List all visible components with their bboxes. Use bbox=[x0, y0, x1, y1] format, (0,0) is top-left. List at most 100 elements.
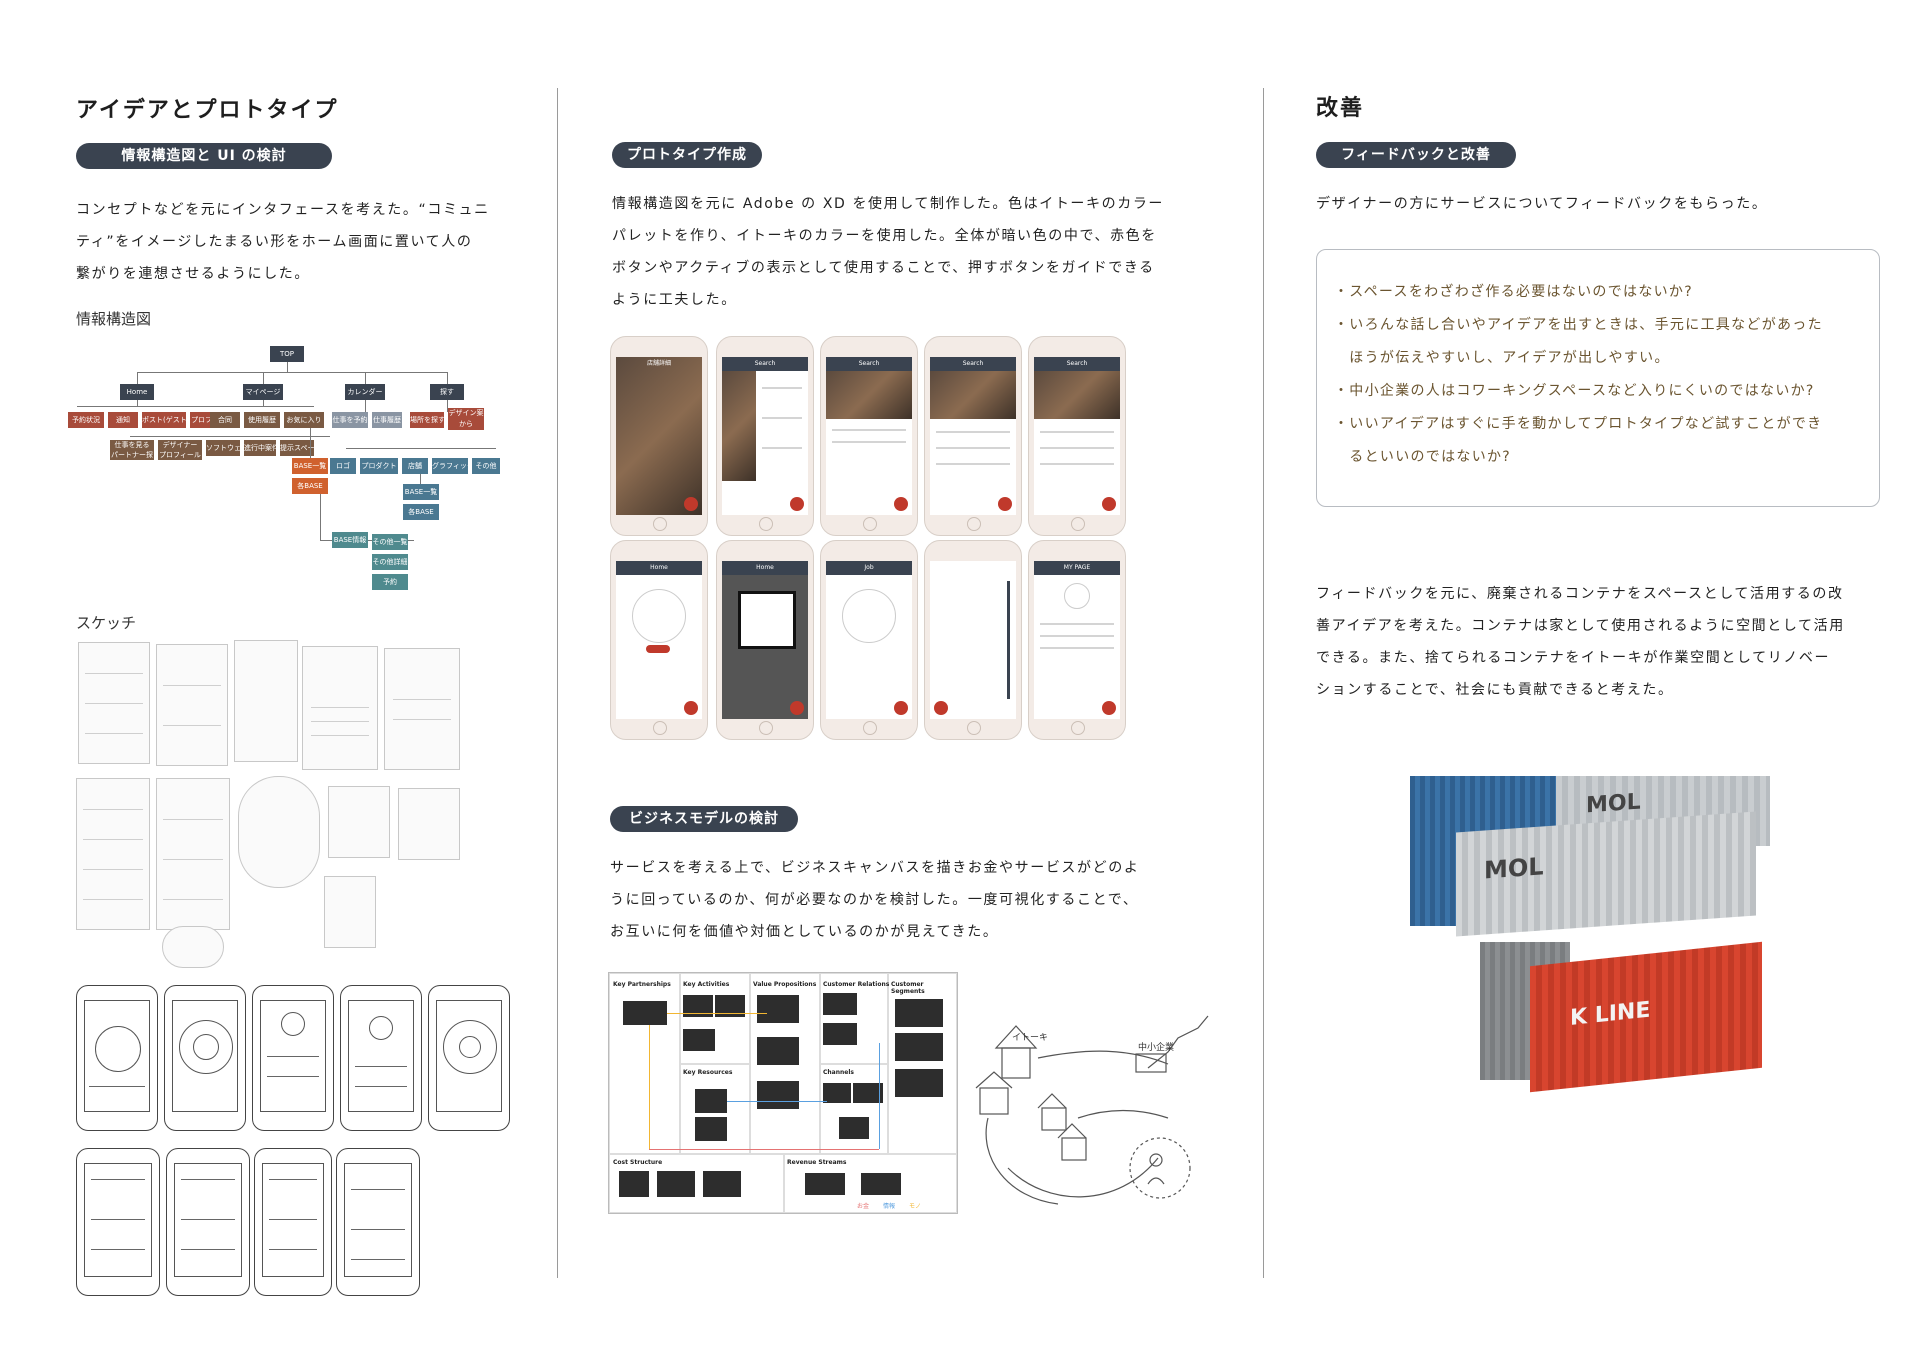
container-red: K LINE bbox=[1530, 941, 1762, 1093]
sitemap-base-detail-2: 各BASE bbox=[403, 504, 439, 520]
sketch-wireframe bbox=[398, 788, 460, 860]
bmc-note bbox=[695, 1117, 727, 1141]
pill-info-architecture: 情報構造図と UI の検討 bbox=[76, 143, 332, 169]
sketch-wireframe bbox=[238, 776, 320, 888]
phone-title bbox=[930, 561, 1016, 575]
connector bbox=[137, 372, 447, 373]
bmc-note bbox=[703, 1171, 741, 1197]
sitemap-level3: 進行中案件 bbox=[244, 440, 276, 456]
business-paragraph-line: サービスを考える上で、ビジネスキャンバスを描きお金やサービスがどのよ bbox=[610, 860, 1140, 876]
sketch-wireframe bbox=[162, 926, 224, 968]
sitemap-diagram: TOP Home マイページ カレンダー 探す 予約状況 通知 ポスト(ゲスト)… bbox=[60, 340, 530, 590]
sketch-phone bbox=[252, 985, 334, 1131]
connector bbox=[218, 406, 314, 407]
connector bbox=[310, 428, 311, 466]
bmc-note bbox=[715, 995, 745, 1017]
phone-title: MY PAGE bbox=[1034, 561, 1120, 575]
prototype-paragraph-line: パレットを作り、イトーキのカラーを使用した。全体が暗い色の中で、赤色を bbox=[612, 228, 1157, 244]
container-label: MOL bbox=[1484, 852, 1544, 885]
sketch-wireframe bbox=[156, 778, 230, 930]
flow-line bbox=[649, 1025, 650, 1149]
business-paragraph: サービスを考える上で、ビジネスキャンバスを描きお金やサービスがどのよ うに回って… bbox=[610, 852, 1190, 948]
sitemap-level3: デザイナー プロフィール bbox=[158, 440, 202, 460]
prototype-paragraph-line: 情報構造図を元に Adobe の XD を使用して制作した。色はイトーキのカラー bbox=[612, 196, 1165, 212]
sitemap-home-child: 通知 bbox=[108, 412, 138, 428]
sketch-wireframe bbox=[324, 876, 376, 948]
connector bbox=[77, 406, 231, 407]
bmc-header: Key Resources bbox=[683, 1069, 733, 1076]
connector bbox=[365, 372, 366, 384]
bmc-header: Customer Segments bbox=[891, 981, 925, 995]
prototype-paragraph-line: ボタンやアクティブの表示として使用することで、押すボタンをガイドできる bbox=[612, 260, 1155, 276]
sitemap-search: 探す bbox=[430, 384, 464, 400]
improvement-paragraph-line: フィードバックを元に、廃棄されるコンテナをスペースとして活用するの改 bbox=[1316, 586, 1844, 602]
connector bbox=[346, 448, 496, 449]
sitemap-level3: 提示スペース bbox=[280, 440, 314, 456]
flow-line bbox=[727, 1101, 827, 1102]
improvement-paragraph: フィードバックを元に、廃棄されるコンテナをスペースとして活用するの改 善アイデア… bbox=[1316, 578, 1886, 706]
sketch-wireframe bbox=[156, 644, 228, 766]
sketch-phone bbox=[340, 985, 422, 1131]
bmc-note bbox=[757, 1081, 799, 1109]
sketch-phone bbox=[166, 1148, 250, 1296]
phone-title: Search bbox=[826, 357, 912, 371]
sitemap-design-child: その他 bbox=[472, 458, 500, 474]
column-divider-right bbox=[1263, 88, 1264, 1278]
sitemap-design-child: プロダクト bbox=[360, 458, 398, 474]
sketch-itoki-label: イトーキ bbox=[1012, 1033, 1048, 1043]
sitemap-home-child: 予約状況 bbox=[68, 412, 104, 428]
feedback-box bbox=[1316, 249, 1880, 507]
sitemap-design-child: ロゴ bbox=[330, 458, 356, 474]
sitemap-base-list: BASE一覧 bbox=[292, 458, 328, 474]
flow-line bbox=[649, 1149, 879, 1150]
connector bbox=[263, 372, 264, 384]
sitemap-top: TOP bbox=[270, 346, 304, 362]
sketch-wireframe bbox=[384, 648, 460, 770]
bmc-header: Revenue Streams bbox=[787, 1159, 847, 1166]
bmc-note bbox=[823, 993, 857, 1015]
feedback-item: ほうが伝えやすいし、アイデアが出しやすい。 bbox=[1334, 350, 1670, 366]
sitemap-bottom: その他詳細 bbox=[372, 554, 408, 570]
feedback-item: ・いいアイデアはすぐに手を動かしてプロトタイプなど試すことができ bbox=[1334, 416, 1823, 432]
pencil-sketches bbox=[72, 636, 512, 968]
prototype-phone: Search bbox=[820, 336, 918, 536]
left-paragraph-line: ティ”をイメージしたまるい形をホーム画面に置いて人の bbox=[76, 234, 473, 250]
phone-title: Job bbox=[826, 561, 912, 575]
bmc-header: Key Partnerships bbox=[613, 981, 671, 988]
sitemap-design-child: 店舗 bbox=[402, 458, 428, 474]
bmc-note bbox=[839, 1117, 869, 1139]
phone-title: Search bbox=[1034, 357, 1120, 371]
sitemap-search-child: デザイン案から bbox=[448, 408, 484, 430]
bmc-cell bbox=[679, 973, 751, 1065]
bmc-cell bbox=[609, 1153, 785, 1213]
bmc-note bbox=[895, 1069, 943, 1097]
prototype-phone: Job bbox=[820, 540, 918, 740]
phone-title: 店舗詳細 bbox=[646, 360, 671, 367]
improvement-paragraph-line: できる。また、捨てられるコンテナをイトーキが作業空間としてリノベー bbox=[1316, 650, 1831, 666]
bmc-legend: 情報 bbox=[883, 1203, 896, 1210]
bmc-note bbox=[895, 999, 943, 1027]
sitemap-base-list-2: BASE一覧 bbox=[403, 484, 439, 500]
connector bbox=[137, 372, 138, 384]
sitemap-level3: ソフトウェア bbox=[206, 440, 240, 456]
sketch-wireframe bbox=[78, 642, 150, 764]
service-flow-sketch: イトーキ 中小企業 bbox=[975, 1015, 1209, 1205]
connector bbox=[447, 400, 448, 412]
phone-title: Home bbox=[722, 561, 808, 575]
bmc-note bbox=[823, 1083, 851, 1103]
bmc-header: Cost Structure bbox=[613, 1159, 663, 1166]
sitemap-mypage: マイページ bbox=[243, 384, 283, 400]
column-divider-left bbox=[557, 88, 558, 1278]
bmc-note bbox=[757, 995, 799, 1023]
phone-title: Search bbox=[930, 357, 1016, 371]
prototype-paragraph: 情報構造図を元に Adobe の XD を使用して制作した。色はイトーキのカラー… bbox=[612, 188, 1182, 316]
prototype-phone: Search bbox=[1028, 336, 1126, 536]
pill-prototype: プロトタイプ作成 bbox=[612, 142, 762, 168]
prototype-paragraph-line: ように工夫した。 bbox=[612, 292, 737, 308]
feedback-item: ・いろんな話し合いやアイデアを出すときは、手元に工具などがあった bbox=[1334, 317, 1823, 333]
sitemap-mypage-child: 合同 bbox=[210, 412, 240, 428]
bmc-note bbox=[683, 995, 713, 1017]
prototype-phone bbox=[924, 540, 1022, 740]
sketch-phone bbox=[164, 985, 246, 1131]
phone-title: Home bbox=[616, 561, 702, 575]
